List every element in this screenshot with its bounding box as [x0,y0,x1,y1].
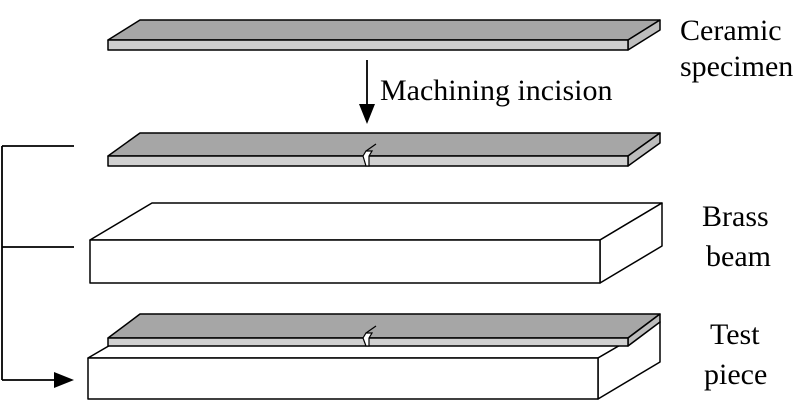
test-piece [87,313,661,400]
label-test-line1: Test [710,318,760,351]
brass-beam [89,202,663,284]
label-ceramic-line2: specimen [680,50,793,83]
label-brass-line1: Brass [702,200,769,233]
label-brass-line2: beam [706,240,771,273]
machining-arrow [359,60,375,124]
label-ceramic-line1: Ceramic [680,14,782,47]
label-machining-incision: Machining incision [380,74,612,107]
assembly-bracket [1,145,74,388]
notched-ceramic-plate [107,132,661,167]
ceramic-specimen-plate [107,19,661,51]
label-test-line2: piece [704,358,767,391]
